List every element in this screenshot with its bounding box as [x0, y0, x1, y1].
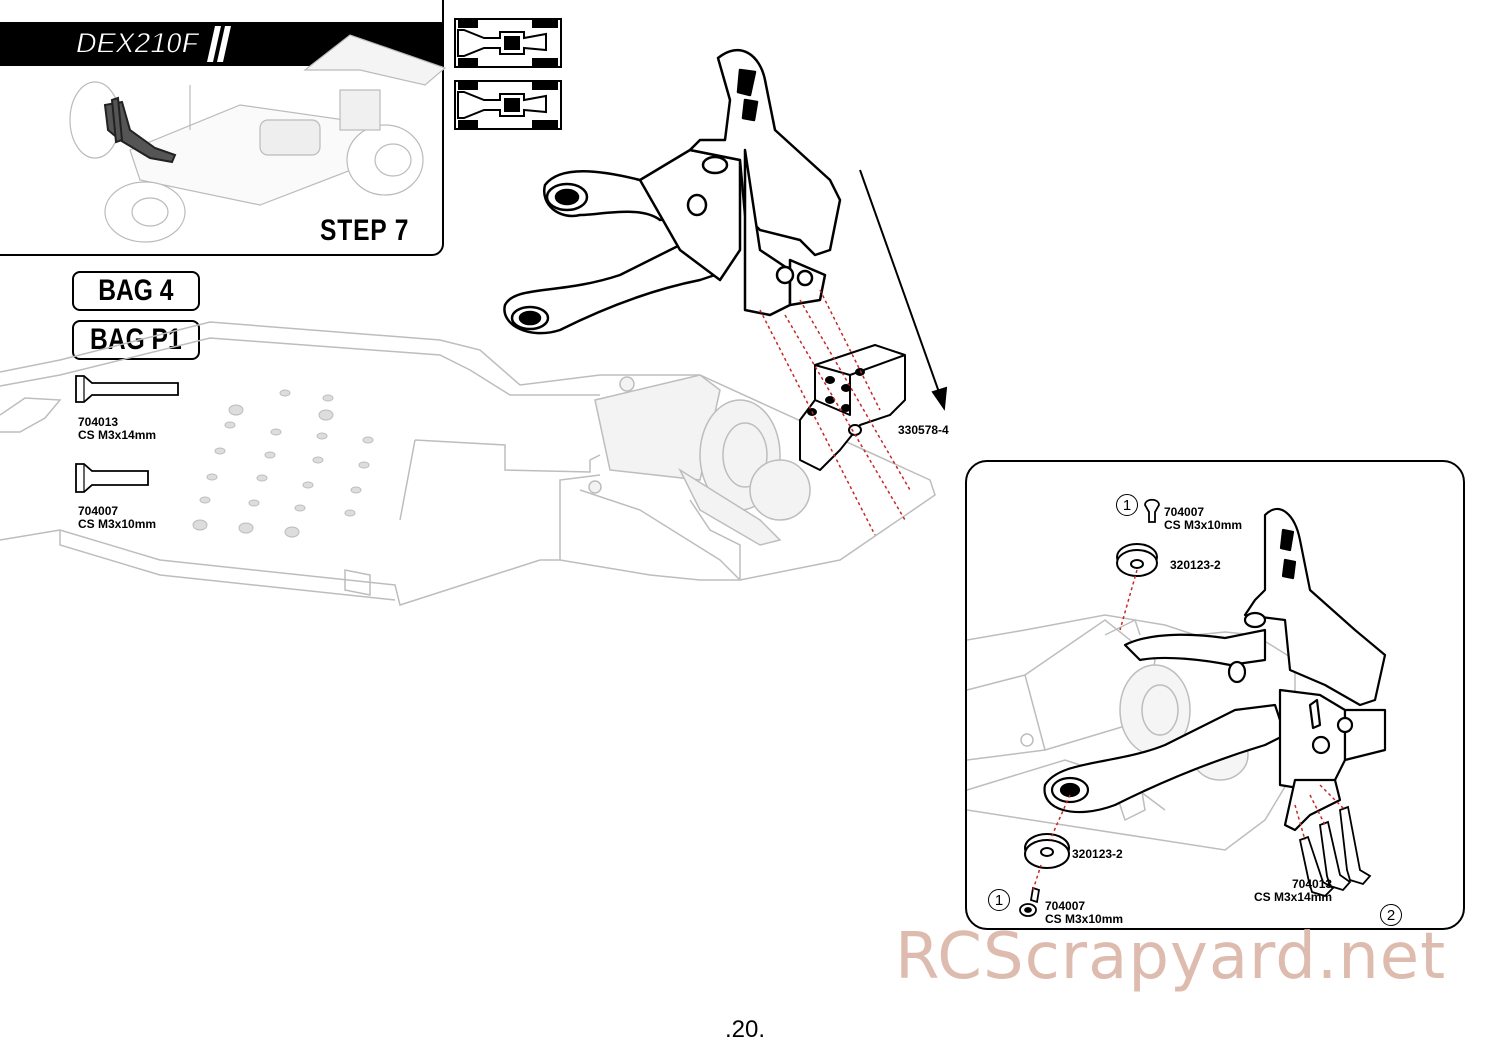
detail-long-screws-spec: CS M3x14mm: [1254, 890, 1333, 904]
orientation-icons: [454, 18, 562, 130]
orientation-top-icon: [454, 18, 562, 68]
page-number: .20.: [725, 1016, 766, 1043]
detail-top-bushing-label: 320123-2: [1170, 558, 1221, 572]
detail-long-screws-number: 704013: [1292, 877, 1333, 891]
detail-top-screw-number: 704007: [1164, 505, 1205, 519]
detail-bottom-screw-spec: CS M3x10mm: [1045, 912, 1124, 926]
car-overview-illustration: [69, 34, 447, 243]
detail-long-screws-label: 704013 CS M3x14mm: [1254, 878, 1332, 904]
step-title: STEP 7: [320, 214, 410, 247]
detail-bottom-bushing-label: 320123-2: [1072, 847, 1123, 861]
watermark: RCScrapyard.net: [895, 920, 1447, 994]
hardware-704007-spec: CS M3x10mm: [78, 517, 157, 531]
callout-part-number: 330578-4: [898, 423, 949, 437]
detail-top-screw-label: 704007 CS M3x10mm: [1164, 506, 1242, 532]
brand-slash-icon: [207, 26, 231, 62]
detail-bottom-screw-label: 704007 CS M3x10mm: [1045, 900, 1123, 926]
bag-p1-label: BAG P1: [72, 320, 200, 360]
hardware-704013: 704013 CS M3x14mm: [78, 416, 156, 442]
brand-logo: DEX210F: [74, 26, 200, 61]
hardware-704007: 704007 CS M3x10mm: [78, 505, 156, 531]
screw-m3x14-icon: [75, 375, 179, 403]
detail-illustration: [966, 498, 1387, 917]
detail-top-step-number: 1: [1116, 494, 1138, 516]
hardware-704013-spec: CS M3x14mm: [78, 428, 157, 442]
orientation-bottom-icon: [454, 80, 562, 130]
detail-bottom-screw-number: 704007: [1045, 899, 1086, 913]
screw-m3x10-icon: [75, 463, 149, 493]
detail-bottom-step-number: 1: [988, 889, 1010, 911]
detail-long-screws-step-number: 2: [1380, 904, 1402, 926]
main-assembly-illustration: [0, 48, 948, 606]
hardware-704007-number: 704007: [78, 504, 119, 518]
hardware-704013-number: 704013: [78, 415, 119, 429]
bag-4-label: BAG 4: [72, 271, 200, 311]
detail-top-screw-spec: CS M3x10mm: [1164, 518, 1243, 532]
